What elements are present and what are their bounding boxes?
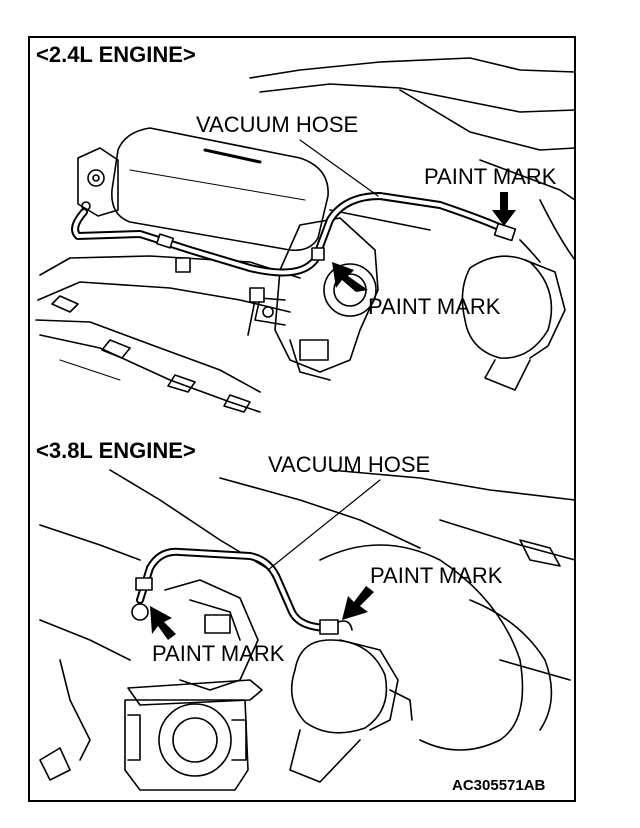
vacuum-hose-leader-top — [299, 139, 379, 197]
label-vacuum-hose-top: VACUUM HOSE — [196, 112, 359, 137]
intake-housing-bottom — [319, 544, 524, 751]
label-paint-mark-bottom-right: PAINT MARK — [370, 563, 503, 588]
throttle-body-top — [274, 217, 379, 373]
figure-frame — [28, 36, 576, 802]
throttle-body-base — [124, 699, 249, 791]
left-bracket — [77, 147, 119, 217]
paint-mark-arrow-bottom-right — [342, 586, 374, 620]
engine-2-4l-illustration — [35, 57, 576, 413]
intake-elbow-bottom — [290, 639, 388, 734]
intake-elbow-top — [461, 255, 553, 359]
throttle-body-bottom — [164, 579, 259, 691]
paint-mark-arrow-top-right — [492, 192, 516, 226]
paint-mark-arrow-top-center — [332, 262, 368, 292]
vacuum-hose-leader-bottom — [267, 479, 381, 571]
label-vacuum-hose-bottom: VACUUM HOSE — [268, 452, 431, 477]
heading-2-4l-engine: <2.4L ENGINE> — [36, 42, 196, 67]
label-paint-mark-bottom-left: PAINT MARK — [152, 641, 285, 666]
heading-3-8l-engine: <3.8L ENGINE> — [36, 438, 196, 463]
label-paint-mark-top-right: PAINT MARK — [424, 164, 557, 189]
air-intake-box — [111, 127, 329, 252]
engine-background-lines — [249, 57, 576, 79]
figure-code: AC305571AB — [452, 777, 546, 794]
label-paint-mark-top-center: PAINT MARK — [368, 294, 501, 319]
engine-3-8l-illustration — [39, 469, 576, 791]
paint-mark-arrow-bottom-left — [150, 606, 176, 640]
